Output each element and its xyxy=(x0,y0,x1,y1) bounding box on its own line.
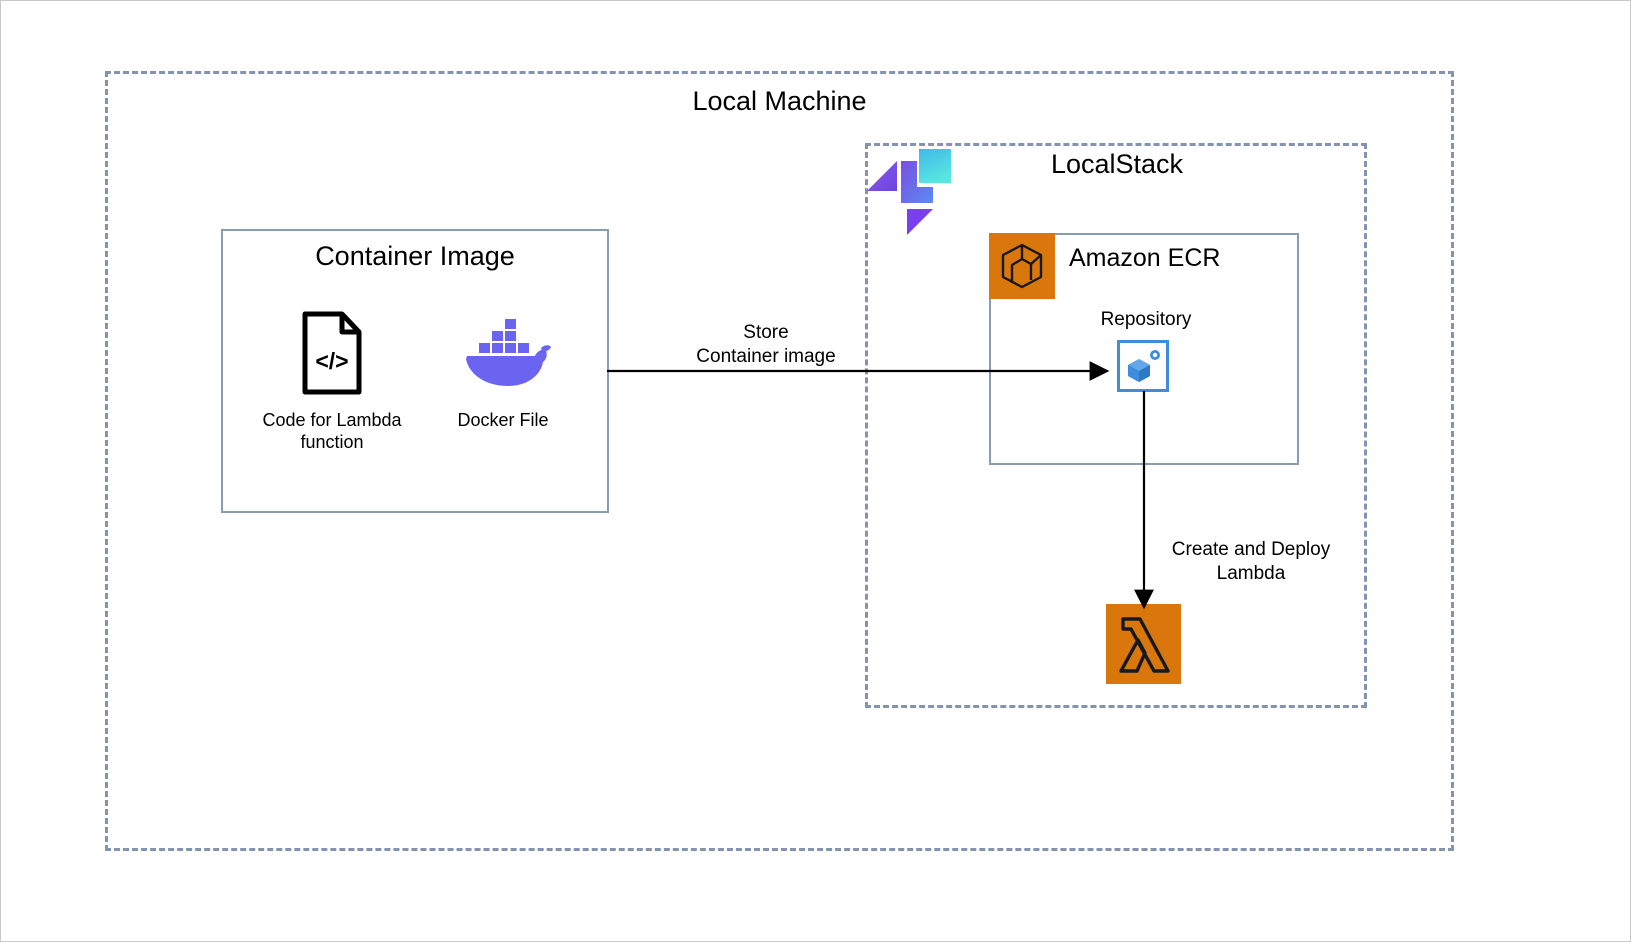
container-image-panel xyxy=(221,229,609,513)
ecr-repository-icon[interactable] xyxy=(1117,340,1169,392)
code-file-icon-wrap: </> xyxy=(246,307,418,399)
lambda-glyph xyxy=(1118,617,1170,673)
docker-file-caption: Docker File xyxy=(457,410,549,430)
localstack-group xyxy=(865,143,1367,708)
code-for-lambda-node: </> Code for Lambda function xyxy=(246,307,418,453)
repository-label: Repository xyxy=(1100,309,1192,330)
amazon-ecr-title: Amazon ECR xyxy=(1069,244,1221,272)
create-deploy-lambda-label: Create and Deploy Lambda xyxy=(1171,539,1331,584)
localstack-logo-icon xyxy=(867,149,951,235)
local-machine-group xyxy=(105,71,1454,851)
code-file-icon: </> xyxy=(302,311,362,395)
docker-file-node: Docker File xyxy=(428,307,578,431)
docker-whale-icon xyxy=(466,319,551,386)
docker-whale-icon-wrap xyxy=(428,307,578,399)
local-machine-title: Local Machine xyxy=(692,86,867,116)
store-container-image-label: Store Container image xyxy=(696,322,836,367)
aws-lambda-icon xyxy=(1106,604,1181,684)
container-image-title: Container Image xyxy=(315,241,515,271)
repository-cube-glyph xyxy=(1128,350,1160,382)
store-container-image-arrow xyxy=(607,361,1110,381)
create-deploy-lambda-arrow xyxy=(1134,391,1154,610)
amazon-ecr-icon xyxy=(989,233,1055,299)
code-for-lambda-caption: Code for Lambda function xyxy=(262,410,402,452)
ecr-cube-glyph xyxy=(1001,243,1043,289)
localstack-title: LocalStack xyxy=(1050,149,1184,179)
svg-text:</>: </> xyxy=(315,348,348,374)
